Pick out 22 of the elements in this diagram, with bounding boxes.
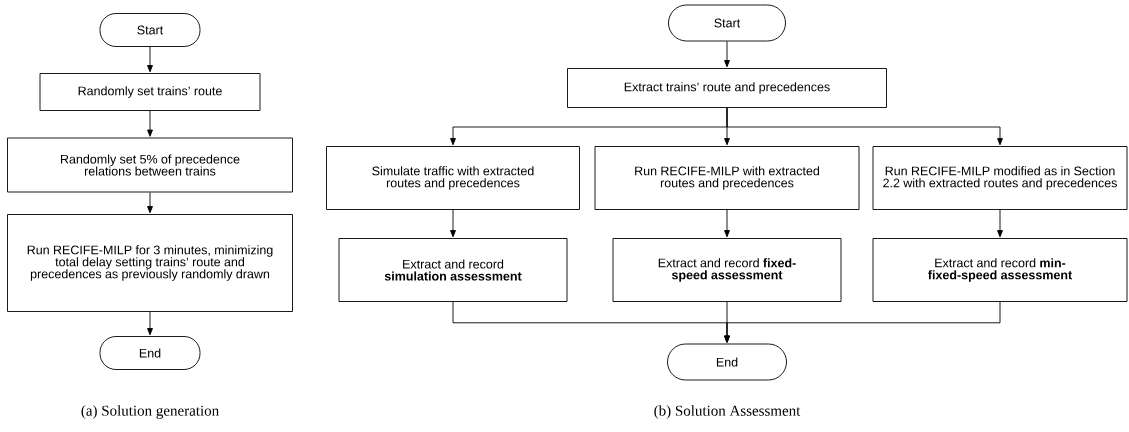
arrow (724, 41, 730, 68)
arrow (147, 311, 153, 336)
process-box: Extract and record simulation assessment (338, 238, 568, 302)
caption: (a) Solution generation (81, 405, 219, 419)
arrow (147, 110, 153, 137)
arrow (726, 107, 1003, 146)
arrow (724, 209, 730, 238)
arrow (147, 46, 153, 73)
process-box: Run RECIFE-MILP modified as in Section 2.2 with extracted routes and precedences (872, 146, 1128, 210)
process-box: Randomly set 5% of precedence relations between trains (7, 137, 293, 193)
arrow (724, 301, 1001, 343)
process-box: Extract and record min-fixed-speed assessment (872, 238, 1128, 302)
arrow (450, 209, 456, 238)
process-box: Extract and record fixed-speed assessment (612, 238, 842, 302)
process-box: Simulate traffic with extracted routes and precedences (326, 146, 580, 210)
process-box: Randomly set trains’ route (39, 73, 261, 111)
process-box: Extract trains’ route and precedences (567, 68, 887, 108)
arrow (147, 192, 153, 214)
process-box: Run RECIFE-MILP with extracted routes and precedences (594, 146, 860, 210)
caption: (b) Solution Assessment (654, 405, 801, 419)
process-box: Run RECIFE-MILP for 3 minutes, minimizing total delay setting trains’ route and precedences as previously randomly drawn (7, 214, 293, 312)
arrow (997, 209, 1003, 238)
